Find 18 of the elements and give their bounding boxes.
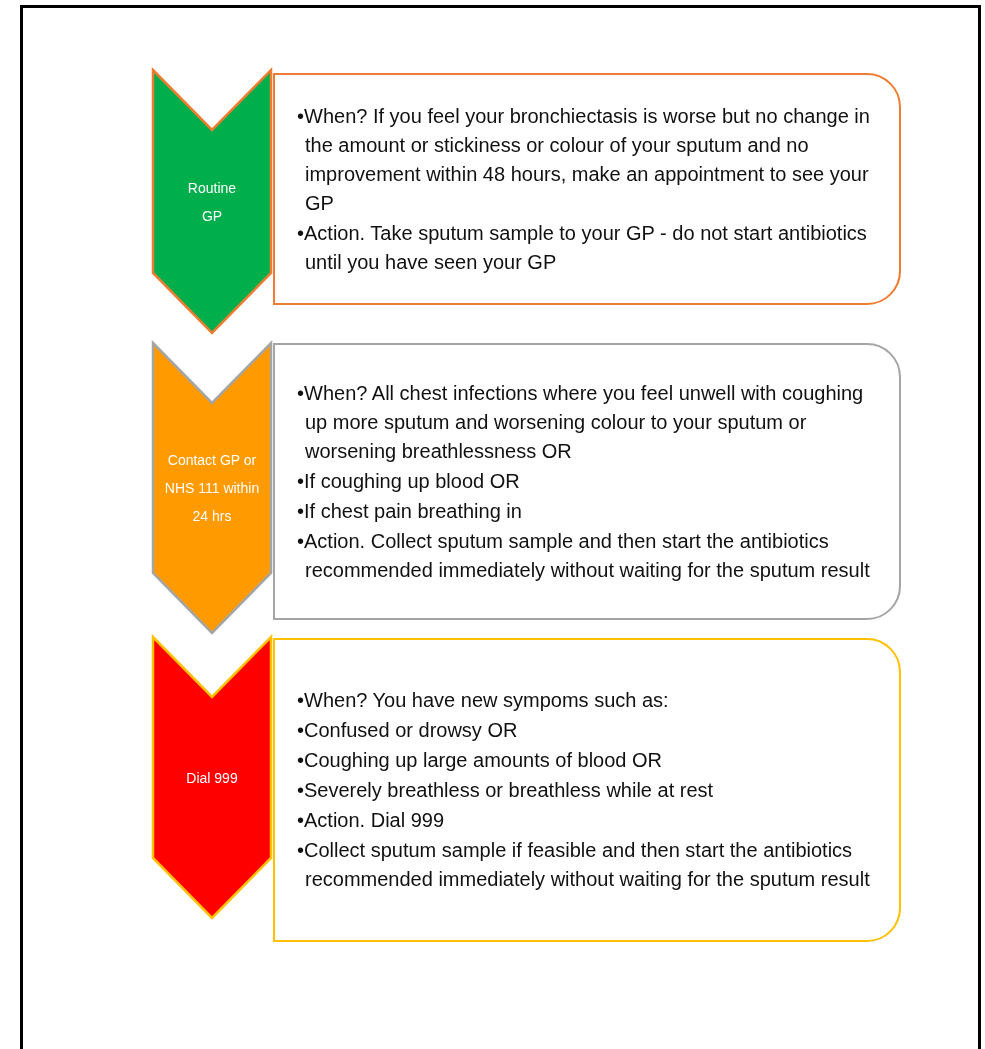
chevron-label: Contact GP or NHS 111 within 24 hrs <box>164 451 260 526</box>
bullet-item: •If chest pain breathing in <box>297 498 523 524</box>
rounded-box <box>273 343 901 620</box>
bullet-item: •Severely breathless or breathless while at rest <box>297 778 715 803</box>
rounded-box <box>273 638 901 942</box>
bullet-item: •When? All chest infections where you feel unwell with coughing up more sputum and worsening colour to your sputum or worsening breathlessness OR <box>297 380 865 464</box>
bullet-item: •Coughing up large amounts of blood OR <box>297 748 663 773</box>
bullet-item: •Collect sputum sample if feasible and then start the antibiotics recommended immediately without waiting for the sputum result <box>297 838 871 892</box>
bullet-item: •Confused or drowsy OR <box>297 718 519 743</box>
chevron-label: Dial 999 <box>185 768 239 788</box>
bullet-item: •Action. Dial 999 <box>297 808 446 833</box>
bullet-item: •If coughing up blood OR <box>297 468 521 494</box>
bullet-item: •Action. Collect sputum sample and then start the antibiotics recommended immediately without waiting for the sputum result <box>297 528 871 583</box>
rounded-box <box>273 73 901 305</box>
bullet-item: •Action. Take sputum sample to your GP - do not start antibiotics until you have seen your GP <box>297 220 868 275</box>
chevron-label: Routine GP <box>186 178 238 226</box>
bullet-item: •When? If you feel your bronchiectasis is worse but no change in the amount or stickiness or colour of your sputum and no improvement within 48 hours, make an appointment to see your GP <box>297 103 871 216</box>
bullet-item: •When? You have new sympoms such as: <box>297 688 670 713</box>
